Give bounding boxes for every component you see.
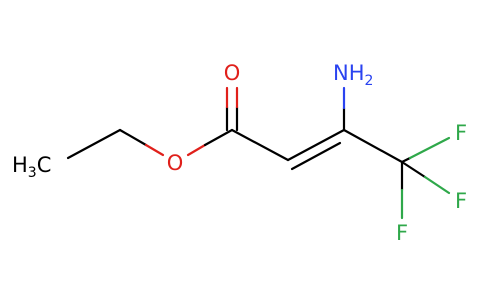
- fluorine-bottom-label: F: [396, 221, 408, 245]
- bond-cf3-f-middle-green: [423, 175, 451, 195]
- amino-label: NH2: [333, 61, 373, 89]
- bond-carbonyl-alkene: [230, 128, 290, 162]
- bond-cf3-f-top-green: [408, 136, 451, 160]
- bond-alkene-trifluoromethyl: [342, 128, 404, 164]
- bond-alkene-double-outer: [286, 128, 346, 162]
- ester-oxygen-label: O: [167, 151, 184, 175]
- bond-methylene-ester-oxygen: [118, 128, 148, 147]
- bond-ester-oxygen-carbonyl: [203, 128, 234, 147]
- bond-cf3-f-top: [400, 156, 412, 164]
- fluorine-top-label: F: [455, 121, 467, 145]
- atom-labels: H3C O O NH2 F F F: [12, 61, 467, 245]
- bonds: [66, 86, 451, 220]
- bond-methylene-ester-oxygen-red: [144, 143, 165, 157]
- methyl-label: H3C: [12, 153, 51, 181]
- bond-cf3-f-middle: [400, 160, 427, 179]
- bond-methyl-methylene: [66, 128, 122, 160]
- fluorine-middle-label: F: [455, 189, 467, 213]
- bond-ester-oxygen-carbonyl-red: [186, 143, 207, 157]
- carbonyl-oxygen-label: O: [224, 61, 241, 85]
- bond-alkene-double-inner: [290, 141, 342, 171]
